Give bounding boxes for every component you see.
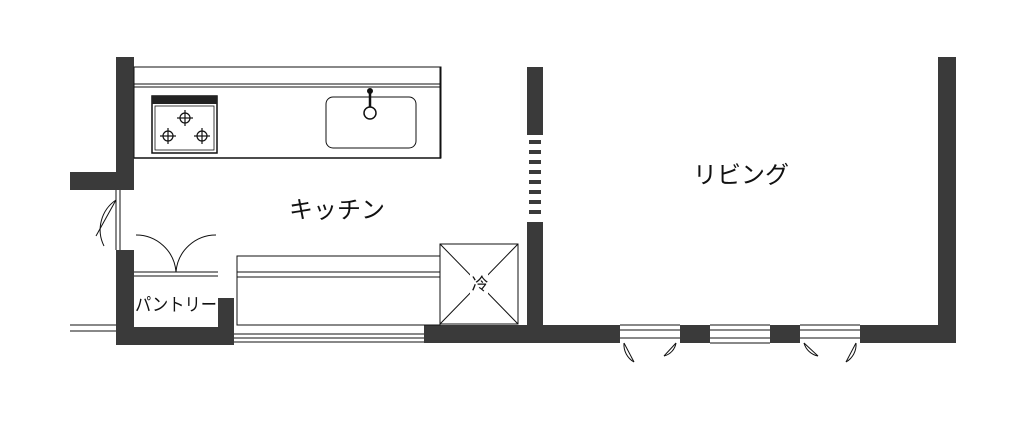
fridge-label: 冷 [472, 275, 489, 295]
west-stub-wall [70, 172, 134, 190]
west-side-door[interactable] [95, 190, 121, 250]
window-bottom-kitchen [234, 333, 424, 343]
living-window-1[interactable] [620, 324, 680, 363]
living-window-3[interactable] [800, 324, 860, 363]
bottom-wall-pier-1 [680, 325, 710, 343]
room-label-kitchen: キッチン [289, 196, 385, 224]
refrigerator-icon [439, 243, 519, 325]
bottom-wall-pier-2 [770, 325, 800, 343]
pantry-west-wall [116, 250, 134, 345]
back-cabinet [236, 255, 441, 326]
room-label-pantry: パントリー [135, 295, 217, 316]
west-exterior-lines [70, 324, 116, 332]
bottom-wall-pantry [116, 327, 234, 345]
pantry-double-door[interactable] [134, 234, 218, 277]
living-east-wall [938, 57, 956, 343]
bottom-wall-middle [424, 325, 620, 343]
stove-icon [151, 95, 218, 154]
bottom-wall-east [860, 325, 956, 343]
sink-icon [325, 88, 417, 149]
living-window-2 [710, 324, 770, 344]
walls [70, 57, 956, 345]
slat-opening [529, 140, 541, 214]
room-label-living: リビング [693, 161, 789, 189]
fridge-label-bg [470, 272, 488, 294]
kitchen-west-wall-upper [116, 57, 134, 190]
partition-wall-lower [527, 222, 543, 343]
partition-wall-upper [527, 67, 543, 135]
